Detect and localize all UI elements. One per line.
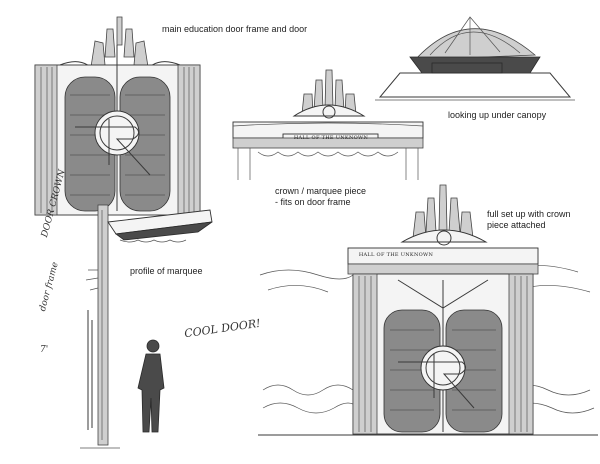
full-setup-caption-line2: piece attached [487, 220, 546, 230]
full-setup-caption-line1: full set up with crown [487, 209, 571, 219]
main-door-caption: main education door frame and door [162, 24, 308, 34]
crown-caption-line1: crown / marquee piece [275, 186, 367, 196]
crown-marquee-sketch [232, 69, 424, 180]
size-note: 7' [40, 345, 49, 355]
canopy-sketch [375, 16, 575, 101]
full-setup-sketch [258, 184, 598, 436]
canopy-caption: looking up under canopy [448, 110, 547, 120]
profile-caption: profile of marquee [130, 266, 203, 276]
crown-sign-text: HALL OF THE UNKNOWN [293, 135, 369, 141]
main-door-sketch [34, 16, 201, 216]
door-frame-note: door frame [38, 261, 61, 313]
full-sign-text: HALL OF THE UNKNOWN [358, 252, 434, 258]
marquee-profile-sketch [80, 204, 213, 449]
crown-caption-line2: - fits on door frame [275, 197, 351, 207]
